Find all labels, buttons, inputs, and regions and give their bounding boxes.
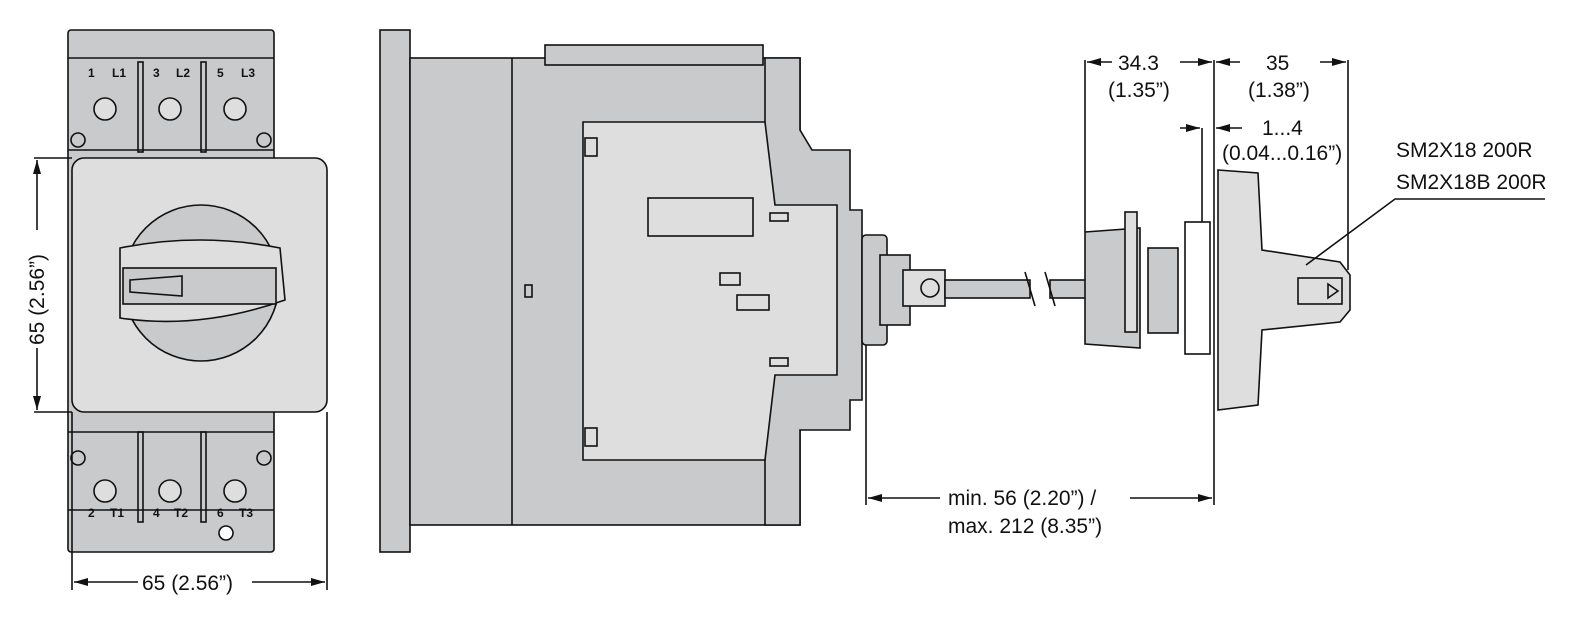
handle-depth-mm: 35 <box>1266 52 1289 75</box>
terminal-label: 5 <box>217 66 224 80</box>
handle-depth-in: (1.38”) <box>1248 79 1310 102</box>
bottom-terminal-labels: 2 T1 4 T2 6 T3 <box>88 506 253 520</box>
top-terminal-labels: 1 L1 3 L2 5 L3 <box>88 66 255 80</box>
terminal-label: T2 <box>174 506 188 520</box>
terminal-label: L1 <box>112 66 126 80</box>
side-view: min. 56 (2.20”) / max. 212 (8.35”) 34.3 … <box>379 29 1547 553</box>
panel-thickness-mm: 1...4 <box>1262 117 1303 140</box>
terminal-label: T1 <box>110 506 124 520</box>
knob-bar <box>122 267 277 305</box>
leader-line <box>1305 198 1545 266</box>
shaft-min-dimension: min. 56 (2.20”) / <box>948 487 1096 510</box>
width-dimension: 65 (2.56”) <box>142 572 233 595</box>
terminal-label: T3 <box>239 506 253 520</box>
terminal-label: 2 <box>88 506 95 520</box>
height-dimension: 65 (2.56”) <box>26 254 49 345</box>
arrow-indicator-icon <box>1327 282 1340 300</box>
panel-thickness-in: (0.04...0.16”) <box>1222 142 1342 165</box>
coupling-screw-icon <box>920 278 940 298</box>
part-number: SM2X18 200R <box>1396 139 1533 162</box>
terminal-label: 1 <box>88 66 95 80</box>
terminal-label: 4 <box>153 506 160 520</box>
part-number: SM2X18B 200R <box>1396 171 1547 194</box>
terminal-label: 3 <box>153 66 160 80</box>
handle <box>1217 169 1351 411</box>
terminal-screws <box>70 97 272 541</box>
shaft-max-dimension: max. 212 (8.35”) <box>948 515 1102 538</box>
knob-depth-in: (1.35”) <box>1108 79 1170 102</box>
terminal-label: L2 <box>176 66 190 80</box>
front-face <box>582 121 838 461</box>
knob-depth-mm: 34.3 <box>1118 52 1159 75</box>
terminal-label: 6 <box>217 506 224 520</box>
terminal-label: L3 <box>241 66 255 80</box>
front-view: 1 L1 3 L2 5 L3 2 T1 4 T2 6 T3 <box>26 29 328 595</box>
position-indicator-icon <box>129 275 183 297</box>
